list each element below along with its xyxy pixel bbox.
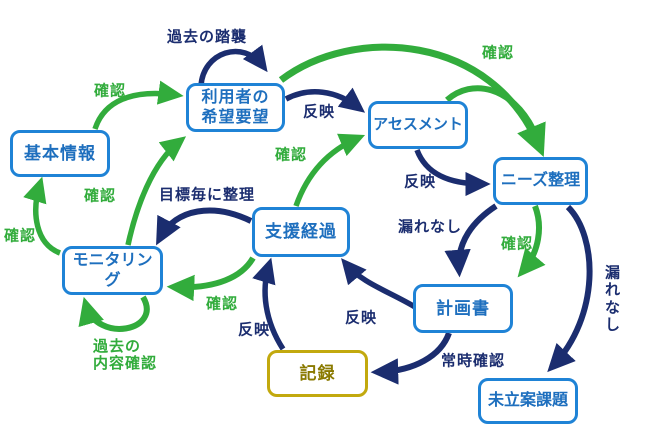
arrow-confirm-support-to-monitoring [166,256,256,302]
arrow-confirm-support-to-assessment [293,133,366,207]
arrow-reflect-plan-to-support [341,258,417,310]
node-unplanned-issues-label: 未立案課題 [487,392,568,409]
arrow-no-omission-needs-to-plan [444,203,498,278]
arrow-reflect-record-to-support [252,257,286,351]
node-care-plan: 計画書 [413,284,513,333]
edge-label-reflect-record-to-support: 反映 [237,321,271,339]
edge-label-confirm-monitoring-to-user: 確認 [83,187,117,205]
node-assessment-label: アセスメント [373,115,463,133]
edge-label-reflect-plan-to-support: 反映 [344,309,378,327]
arrow-reflect-user-to-assessment [284,87,366,113]
node-basic-info: 基本情報 [10,130,110,177]
node-needs-sorting: ニーズ整理 [493,157,588,205]
arrow-confirm-monitoring-to-basic [23,176,62,256]
node-assessment: アセスメント [368,101,468,149]
edge-label-organize-by-goal: 目標毎に整理 [158,186,256,204]
edge-label-constant-check: 常時確認 [440,352,506,370]
arrow-confirm-needs-to-plan [517,204,546,278]
node-record: 記録 [267,350,368,397]
node-user-wishes: 利用者の 希望要望 [186,83,285,132]
arrow-follow-past-self-loop [198,44,268,87]
arrow-reflect-assessment-to-needs [414,148,491,197]
node-support-progress-label: 支援経過 [265,222,337,242]
edge-label-confirm-needs-to-plan: 確認 [500,235,534,253]
edge-label-no-omission-needs-to-plan: 漏れなし [397,218,463,236]
edge-label-reflect-user-to-assessment: 反映 [302,103,336,121]
node-needs-sorting-label: ニーズ整理 [500,172,581,189]
node-record-label: 記録 [299,363,336,383]
edge-label-confirm-user-to-needs: 確認 [481,44,515,62]
edge-label-no-omission-needs-to-unplanned: 漏れなし [605,264,622,334]
node-user-wishes-label: 利用者の 希望要望 [201,88,270,126]
node-monitoring: モニタリング [62,246,163,295]
arrow-confirm-basic-to-user [92,80,184,130]
edge-label-follow-past: 過去の踏襲 [166,28,248,46]
edge-label-confirm-basic-to-user: 確認 [93,82,127,100]
node-monitoring-label: モニタリング [72,251,153,289]
arrow-organize-by-goal-support-to-monitoring [156,207,253,246]
node-basic-info-label: 基本情報 [24,143,96,163]
edge-label-confirm-support-to-monitoring: 確認 [205,295,239,313]
arrow-confirm-monitoring-to-user [125,136,187,246]
edge-label-confirm-monitoring-to-basic: 確認 [3,227,37,245]
edge-label-past-content-check: 過去の 内容確認 [92,337,158,372]
edge-label-reflect-assessment-to-needs: 反映 [403,173,437,191]
arrow-assessment-to-needs [445,85,537,133]
arrow-past-content-check-self-loop [78,295,150,332]
edge-label-confirm-support-to-assessment: 確認 [274,146,308,164]
node-support-progress: 支援経過 [252,207,350,257]
node-unplanned-issues: 未立案課題 [478,378,578,424]
node-care-plan-label: 計画書 [436,298,490,318]
arrow-no-omission-needs-to-unplanned [547,204,593,373]
arrow-constant-check-plan-to-record [370,331,452,385]
